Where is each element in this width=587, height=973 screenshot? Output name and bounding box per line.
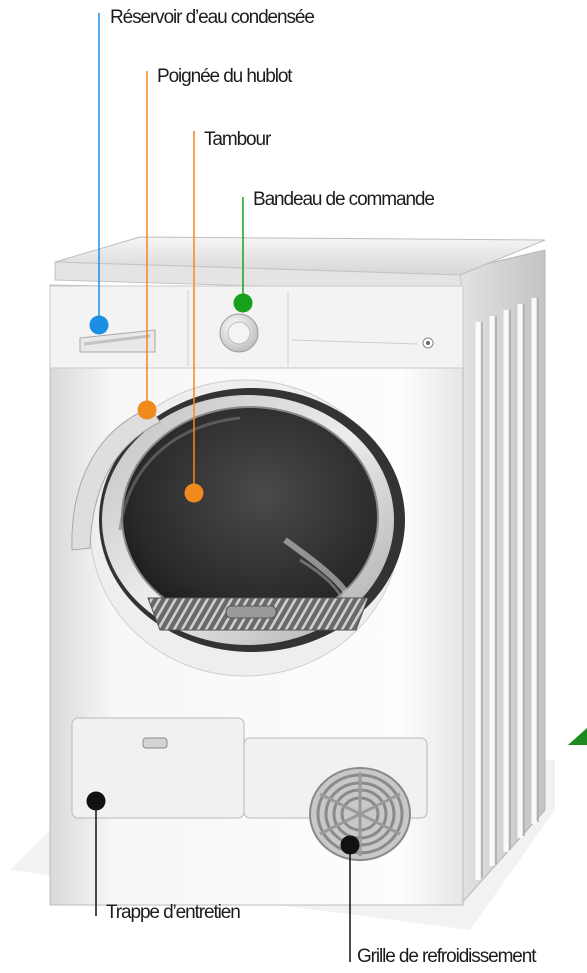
- cooling-grille: [310, 768, 410, 860]
- label-grille: Grille de refroidissement: [357, 946, 535, 968]
- reservoir-dot: [90, 316, 109, 335]
- poignee-dot: [138, 401, 157, 420]
- label-reservoir: Réservoir d’eau condensée: [110, 7, 314, 29]
- bandeau-dot: [234, 294, 253, 313]
- label-tambour: Tambour: [204, 129, 270, 151]
- label-bandeau: Bandeau de commande: [253, 189, 434, 211]
- trappe-dot: [87, 792, 106, 811]
- corner-triangle-mark: [568, 728, 587, 745]
- label-poignee: Poignée du hublot: [157, 66, 292, 88]
- label-trappe: Trappe d’entretien: [106, 902, 240, 924]
- tambour-dot: [185, 484, 204, 503]
- grille-dot: [341, 836, 360, 855]
